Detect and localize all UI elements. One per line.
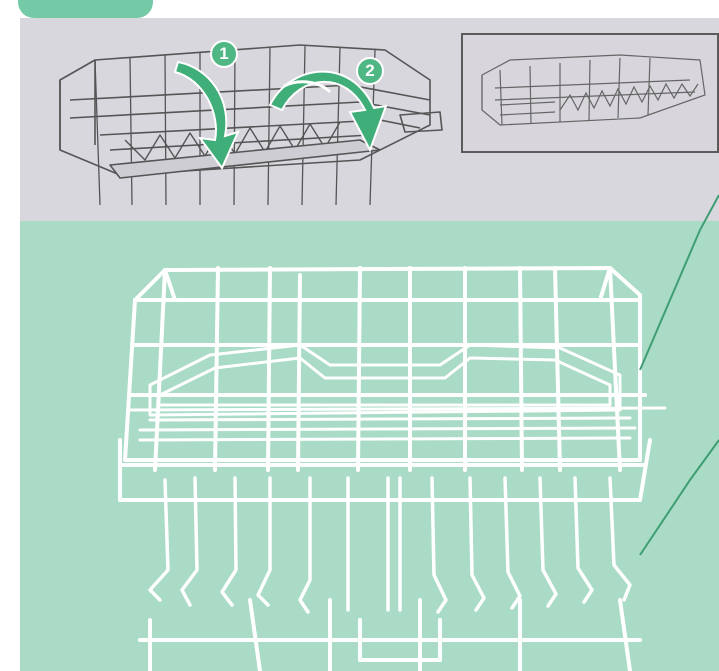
- callout-lines: [640, 195, 719, 555]
- inset-rack-drawing: [482, 55, 705, 125]
- large-basket-drawing: [120, 268, 665, 671]
- small-basket-drawing: [60, 45, 442, 205]
- step-1-badge: 1: [210, 40, 238, 68]
- step-2-badge: 2: [356, 57, 384, 85]
